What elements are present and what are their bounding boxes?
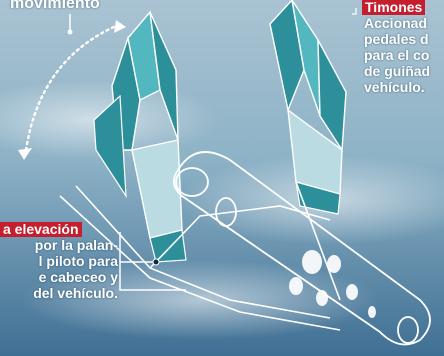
elevator-line: l piloto para xyxy=(38,253,118,269)
movement-title: movimiento xyxy=(10,0,100,12)
rudders-line: Accionad xyxy=(364,15,428,31)
movement-label: movimiento xyxy=(10,0,100,12)
leader-dot xyxy=(67,29,73,35)
cloud xyxy=(20,260,380,340)
arrow-down-icon xyxy=(18,148,32,160)
movement-arc xyxy=(24,24,118,152)
fuselage-outline xyxy=(172,151,431,346)
rudders-line: para el co xyxy=(364,47,430,63)
elevator-title: a elevación xyxy=(0,222,82,237)
rudders-title: Timones xyxy=(362,0,426,15)
wing-outline xyxy=(59,181,341,331)
leader-dot xyxy=(152,258,160,266)
elevator-line: por la palan- xyxy=(34,237,118,253)
leader-line xyxy=(119,261,186,291)
arrow-up-icon xyxy=(114,20,126,33)
cabin-windows xyxy=(289,250,376,318)
elevator-line: e cabeceo y xyxy=(38,269,118,285)
elevator-body: por la palan- l piloto para e cabeceo y … xyxy=(0,237,118,301)
rudders-line: de guiñad xyxy=(364,63,431,79)
rudders-body: Accionad pedales d para el co de guiñad … xyxy=(364,15,430,95)
left-tail-fin xyxy=(93,10,187,263)
rudders-line: pedales d xyxy=(364,31,429,47)
right-tail-fin xyxy=(269,0,347,215)
rudders-line: vehículo. xyxy=(364,79,425,95)
leader-line xyxy=(352,8,357,15)
elevator-line: del vehículo. xyxy=(33,285,118,301)
